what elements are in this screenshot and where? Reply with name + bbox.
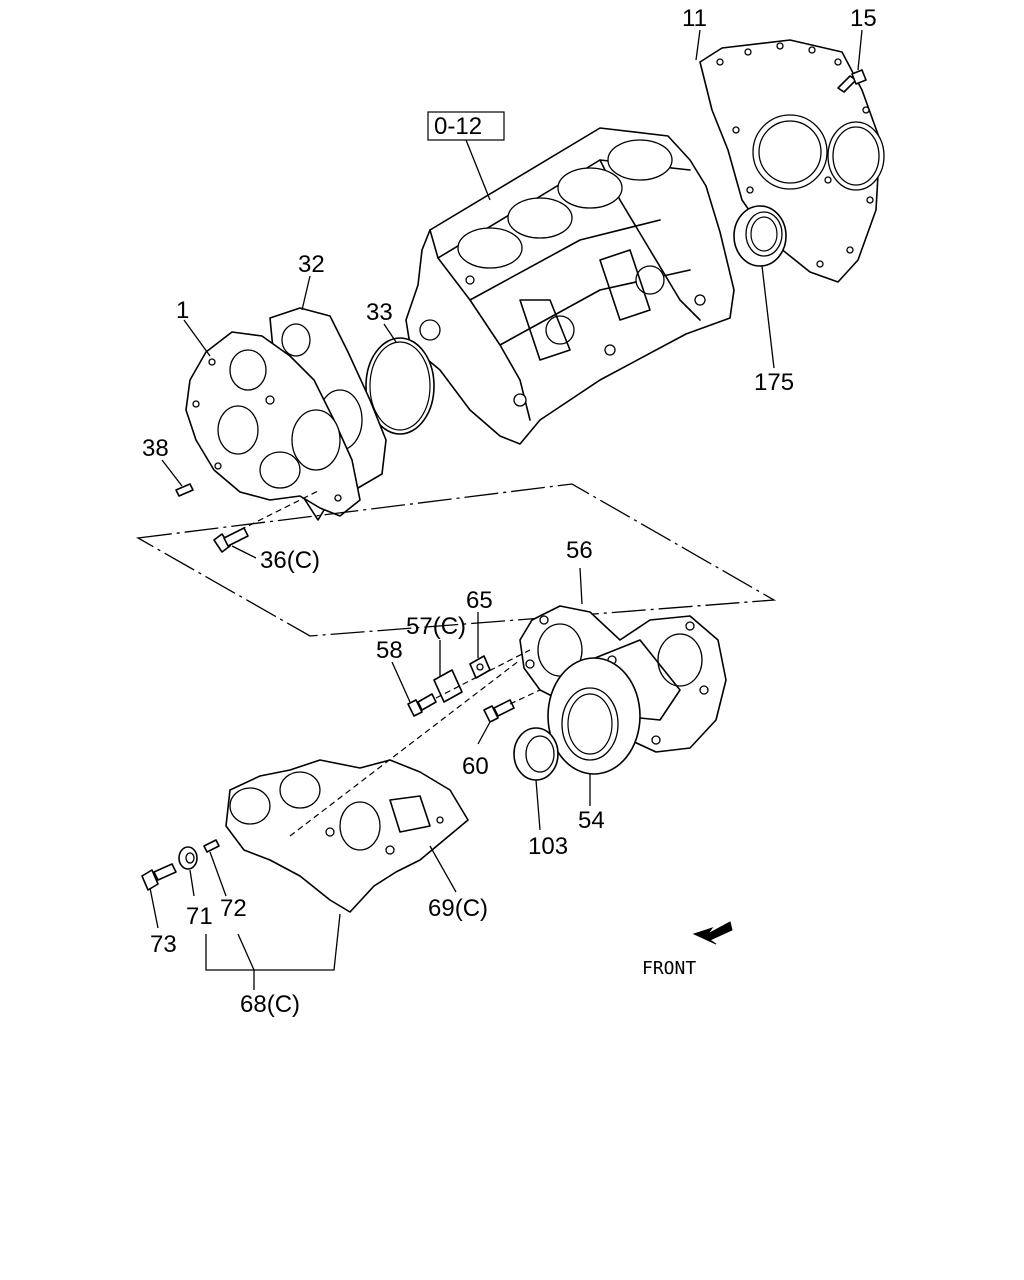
callout-32: 32	[298, 251, 325, 278]
front-plate	[185, 331, 361, 517]
front-arrow-icon	[692, 921, 733, 945]
seal-retainer	[547, 657, 641, 775]
callout-38: 38	[142, 435, 169, 462]
callout-68: 68(C)	[240, 991, 300, 1018]
rear-oil-seal	[733, 205, 787, 267]
collar-72	[203, 839, 220, 853]
pin-38	[175, 483, 194, 497]
callout-0-12: 0-12	[434, 113, 482, 140]
callout-103: 103	[528, 833, 568, 860]
callout-54: 54	[578, 807, 605, 834]
bolt-15	[837, 69, 867, 93]
o-ring	[365, 337, 435, 435]
callout-65: 65	[466, 587, 493, 614]
bolt-36	[213, 527, 249, 553]
callout-58: 58	[376, 637, 403, 664]
bolt-60	[483, 699, 515, 723]
callout-33: 33	[366, 299, 393, 326]
gasket-65	[469, 655, 491, 679]
callout-57: 57(C)	[406, 613, 466, 640]
cylinder-block	[405, 127, 735, 445]
callout-69: 69(C)	[428, 895, 488, 922]
small-cover-57	[433, 669, 463, 703]
callout-36: 36(C)	[260, 547, 320, 574]
callout-15: 15	[850, 5, 877, 32]
callout-175: 175	[754, 369, 794, 396]
callout-1: 1	[176, 297, 189, 324]
callout-71: 71	[186, 903, 213, 930]
rear-plate	[699, 39, 885, 283]
callout-72: 72	[220, 895, 247, 922]
callout-56: 56	[566, 537, 593, 564]
bolt-58	[407, 693, 437, 717]
grommet-71	[178, 846, 198, 870]
callout-73: 73	[150, 931, 177, 958]
assembly-plane	[135, 483, 777, 637]
front-oil-seal	[513, 727, 559, 781]
callout-60: 60	[462, 753, 489, 780]
front-direction-label: FRONT	[642, 958, 696, 979]
leader-lines	[149, 29, 863, 990]
callout-11: 11	[682, 5, 707, 32]
timing-belt-cover	[225, 759, 469, 913]
bolt-73	[141, 863, 177, 891]
